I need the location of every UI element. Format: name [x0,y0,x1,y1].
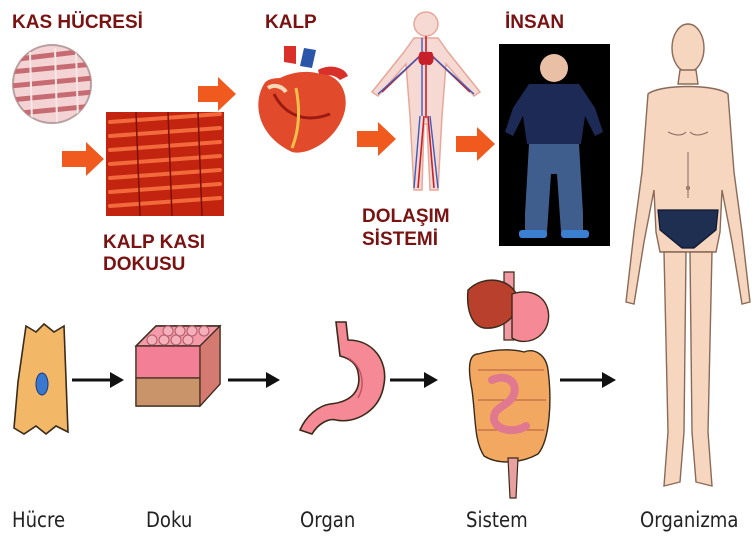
cell-caption: Hücre [12,508,65,532]
system-caption: Sistem [466,508,528,532]
organ-caption: Organ [300,508,355,532]
tissue-caption: Doku [146,508,192,532]
organism-caption: Organizma [640,508,738,532]
